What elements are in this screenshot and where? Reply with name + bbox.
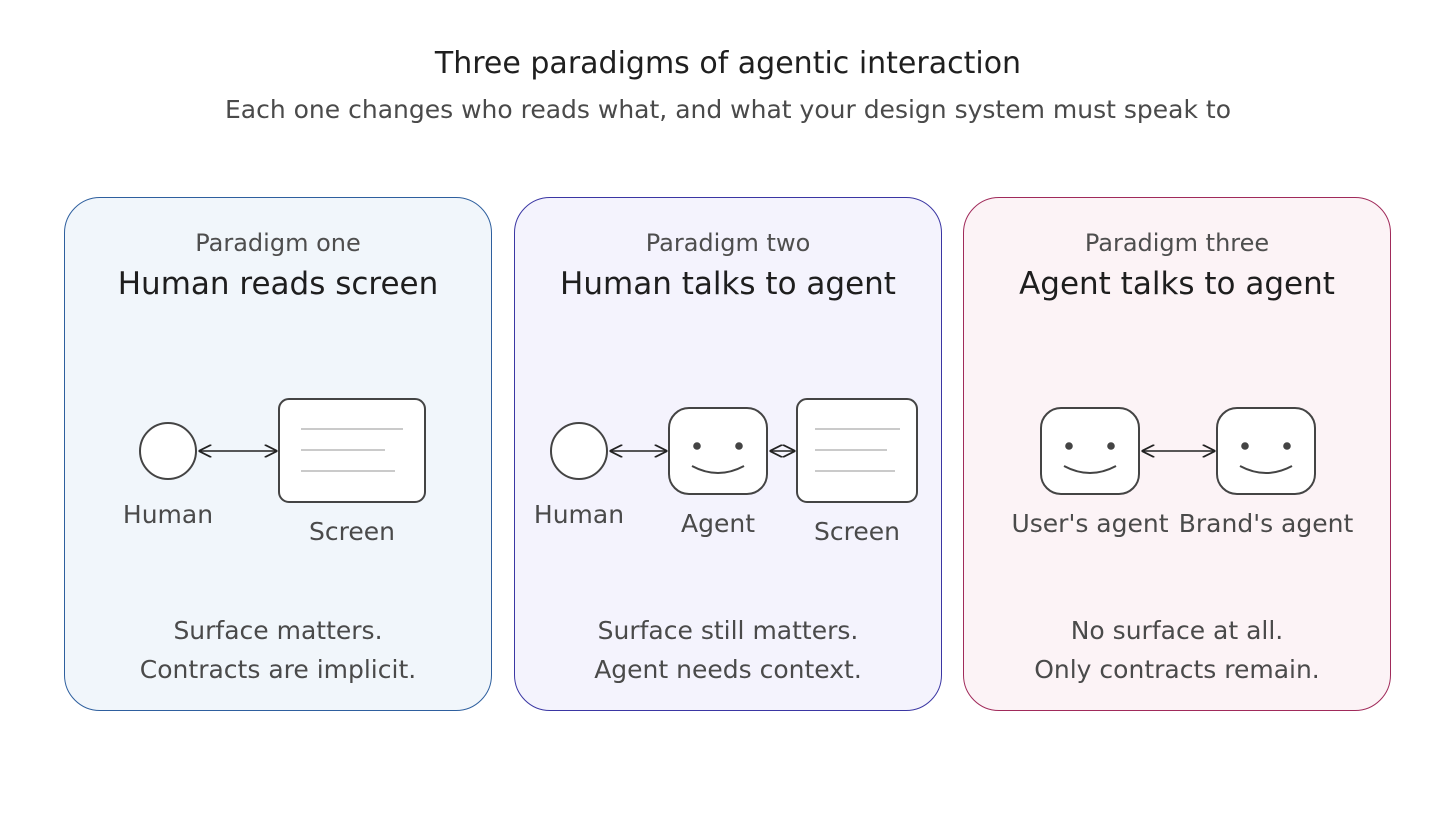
person-circle-icon [550, 422, 608, 480]
diagram-paradigm-one: Human Screen [123, 398, 426, 546]
node-label-screen: Screen [309, 517, 395, 546]
caption-line: Contracts are implicit. [139, 655, 417, 684]
diagram-paradigm-three: User's agent Brand's agent [1011, 407, 1354, 538]
panel-caption: No surface at all. Only contracts remain… [964, 611, 1390, 689]
agent-face-icon [1040, 407, 1140, 495]
panel-kicker: Paradigm two [645, 229, 811, 257]
agent-face-icon [1216, 407, 1316, 495]
page-title: Three paradigms of agentic interaction [434, 46, 1022, 81]
panel-kicker: Paradigm one [195, 229, 361, 257]
page-subtitle: Each one changes who reads what, and wha… [224, 95, 1231, 124]
panel-paradigm-one: Human Screen Paradigm one Human reads sc… [64, 197, 492, 711]
agent-face-icon [668, 407, 768, 495]
panel-paradigm-two: Human Agent Screen Paradigm two Human ta… [514, 197, 942, 711]
node-label-human: Human [123, 500, 213, 529]
panel-heading: Agent talks to agent [1019, 266, 1335, 302]
panel-paradigm-three: User's agent Brand's agent Paradigm thre… [963, 197, 1391, 711]
diagram-paradigm-two: Human Agent Screen [534, 398, 918, 546]
screen-icon [796, 398, 918, 503]
panel-kicker: Paradigm three [1084, 229, 1270, 257]
person-circle-icon [139, 422, 197, 480]
panel-heading: Human talks to agent [560, 266, 896, 302]
caption-line: Surface matters. [173, 616, 383, 645]
node-label-brands-agent: Brand's agent [1179, 509, 1354, 538]
node-label-users-agent: User's agent [1011, 509, 1168, 538]
node-label-screen: Screen [814, 517, 900, 546]
node-label-human: Human [534, 500, 624, 529]
panel-caption: Surface matters. Contracts are implicit. [65, 611, 491, 689]
panel-heading: Human reads screen [117, 266, 439, 302]
node-label-agent: Agent [681, 509, 755, 538]
caption-line: Surface still matters. [597, 616, 859, 645]
caption-line: No surface at all. [1070, 616, 1284, 645]
caption-line: Agent needs context. [594, 655, 862, 684]
caption-line: Only contracts remain. [1034, 655, 1320, 684]
panel-caption: Surface still matters. Agent needs conte… [515, 611, 941, 689]
screen-icon [278, 398, 426, 503]
